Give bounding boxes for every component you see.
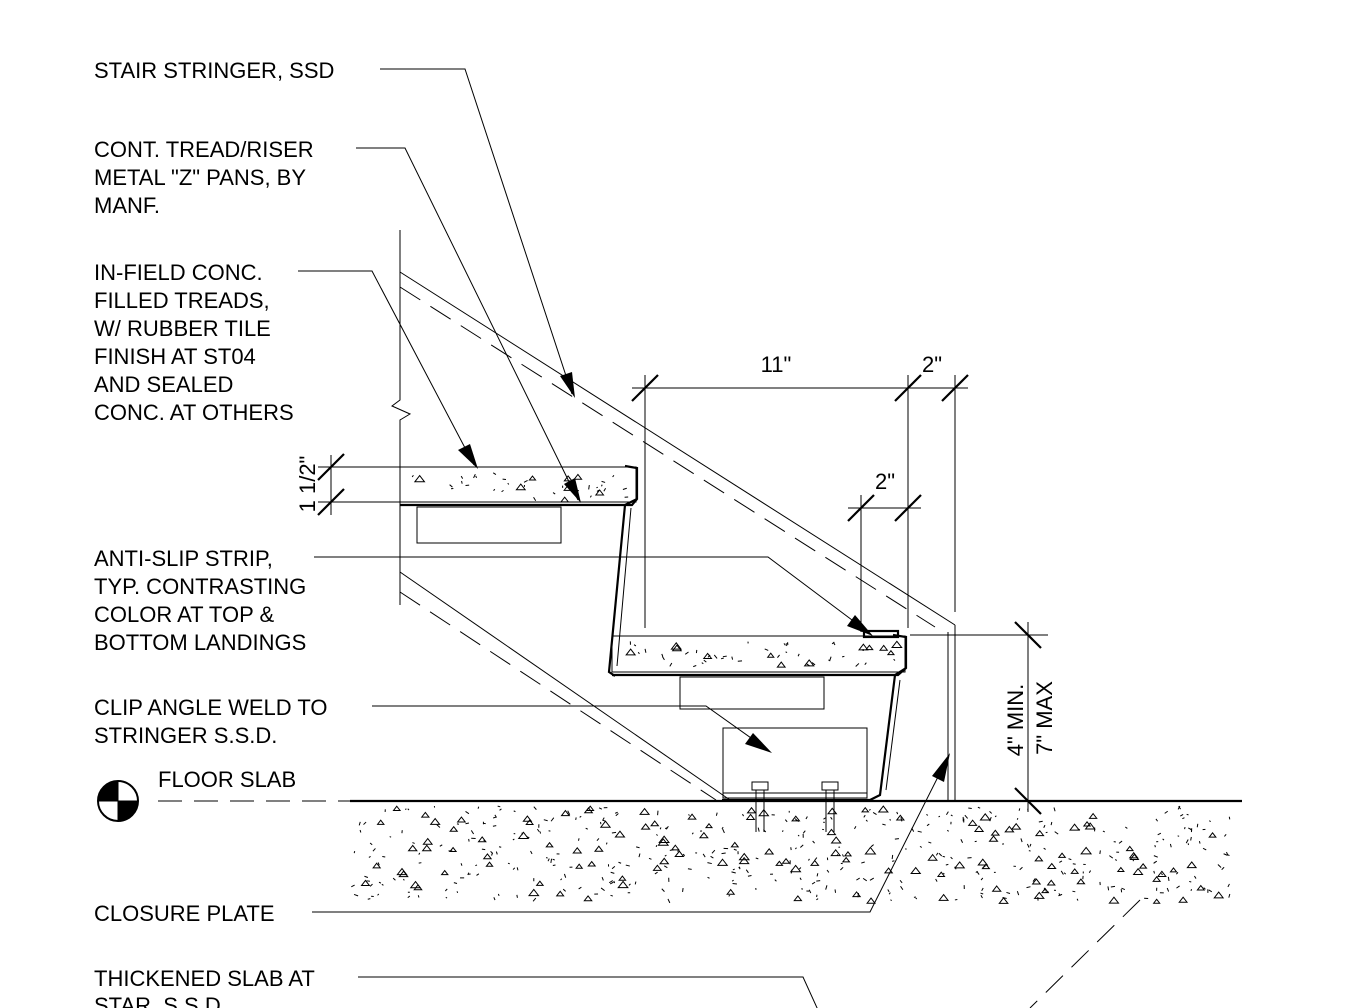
note-anti-slip-line-2: TYP. CONTRASTING — [94, 574, 306, 599]
leader-anti-slip — [314, 556, 873, 636]
arrowhead — [847, 615, 873, 636]
note-infield-line-3: W/ RUBBER TILE — [94, 316, 271, 341]
dim-tread-depth: 11" 2" — [631, 352, 969, 628]
tread-upper-support-angle — [416, 506, 562, 544]
leader-clip-angle — [372, 705, 772, 753]
note-floor-slab-text: FLOOR SLAB — [158, 767, 296, 792]
note-anti-slip-line-4: BOTTOM LANDINGS — [94, 630, 306, 655]
tread-lower-support-angle — [679, 676, 825, 710]
note-stair-stringer: STAIR STRINGER, SSD — [94, 58, 334, 83]
dim-riser-min-label: 4" MIN. — [1003, 684, 1028, 757]
note-tread-riser-line-3: MANF. — [94, 193, 160, 218]
lower-riser-pan — [722, 667, 907, 802]
dim-nosing-offset-label: 2" — [875, 469, 895, 494]
arrowhead — [560, 372, 575, 398]
note-floor-slab: FLOOR SLAB — [158, 767, 296, 792]
tread-lower — [611, 633, 908, 710]
note-anti-slip-line-1: ANTI-SLIP STRIP, — [94, 546, 273, 571]
dim-tread-thickness: 1 1/2" — [295, 453, 400, 516]
note-infield-line-4: FINISH AT ST04 — [94, 344, 256, 369]
note-infield-line-2: FILLED TREADS, — [94, 288, 270, 313]
riser-pan — [607, 498, 638, 677]
anchor-bolts — [751, 781, 839, 832]
note-thickened-slab-line-2: STAR, S.S.D. — [94, 993, 227, 1008]
note-clip-angle: CLIP ANGLE WELD TO STRINGER S.S.D. — [94, 695, 328, 748]
break-line — [391, 230, 412, 605]
level-datum-icon — [97, 780, 139, 822]
note-clip-angle-line-1: CLIP ANGLE WELD TO — [94, 695, 328, 720]
floor-slab — [158, 799, 1242, 904]
anti-slip-strip-rect — [862, 629, 900, 639]
arrowhead — [745, 733, 772, 753]
note-closure-plate: CLOSURE PLATE — [94, 901, 275, 926]
note-thickened-slab: THICKENED SLAB AT STAR, S.S.D. — [94, 966, 315, 1008]
note-tread-riser: CONT. TREAD/RISER METAL "Z" PANS, BY MAN… — [94, 137, 314, 218]
note-thickened-slab-line-1: THICKENED SLAB AT — [94, 966, 315, 991]
arrowhead — [932, 753, 950, 782]
stair-stringer — [399, 271, 956, 801]
note-anti-slip-line-3: COLOR AT TOP & — [94, 602, 274, 627]
tread-upper — [399, 464, 639, 544]
note-infield-line-1: IN-FIELD CONC. — [94, 260, 263, 285]
note-infield-line-5: AND SEALED — [94, 372, 233, 397]
dim-nosing-top-label: 2" — [922, 352, 942, 377]
note-anti-slip: ANTI-SLIP STRIP, TYP. CONTRASTING COLOR … — [94, 546, 306, 655]
dim-nosing-offset: 2" — [847, 469, 922, 632]
arrowhead — [458, 444, 478, 469]
tread-lower-outline — [611, 635, 906, 673]
clip-angle — [722, 727, 868, 799]
note-clip-angle-line-2: STRINGER S.S.D. — [94, 723, 277, 748]
anti-slip-strip — [862, 629, 900, 639]
note-infield-conc: IN-FIELD CONC. FILLED TREADS, W/ RUBBER … — [94, 260, 294, 425]
leader-infield-conc — [298, 270, 478, 469]
note-infield-line-6: CONC. AT OTHERS — [94, 400, 294, 425]
thickened-slab-line — [1029, 899, 1141, 1008]
note-stair-stringer-text: STAIR STRINGER, SSD — [94, 58, 334, 83]
leader-thickened-slab — [358, 976, 818, 1008]
note-tread-riser-line-2: METAL "Z" PANS, BY — [94, 165, 306, 190]
tread-upper-outline — [399, 466, 637, 503]
dim-tread-thickness-label: 1 1/2" — [295, 456, 320, 513]
dim-riser-max-label: 7" MAX — [1032, 681, 1057, 755]
note-closure-plate-text: CLOSURE PLATE — [94, 901, 275, 926]
dim-riser-height: 4" MIN. 7" MAX — [910, 621, 1057, 815]
leader-closure-plate — [312, 753, 950, 913]
dim-tread-depth-label: 11" — [761, 352, 792, 377]
note-tread-riser-line-1: CONT. TREAD/RISER — [94, 137, 314, 162]
leader-stair-stringer — [380, 68, 575, 398]
